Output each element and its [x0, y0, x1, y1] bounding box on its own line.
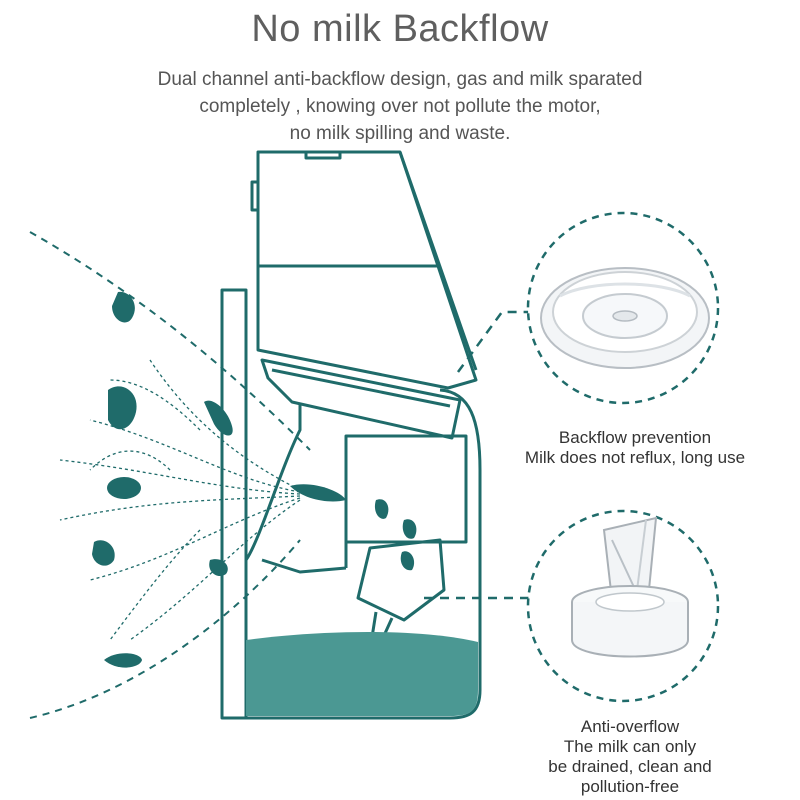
backflow-caption: Backflow prevention Milk does not reflux…	[470, 428, 800, 468]
backflow-callout-circle	[526, 211, 720, 405]
breast-outline-icon	[29, 231, 311, 719]
backflow-title: Backflow prevention	[558, 428, 712, 447]
duckbill-valve-icon	[571, 516, 689, 658]
milk-droplet-icons	[92, 291, 417, 668]
callout-connectors	[424, 310, 530, 600]
milk-duct-lines	[59, 359, 301, 641]
overflow-caption: Anti-overflow The milk can only be drain…	[470, 717, 790, 797]
page-title: No milk Backflow	[251, 8, 549, 50]
page-subtitle: Dual channel anti-backflow design, gas a…	[100, 66, 700, 147]
subtitle-line: Dual channel anti-backflow design, gas a…	[157, 69, 643, 90]
overflow-description-line: The milk can only	[563, 737, 697, 756]
overflow-description-line: pollution-free	[580, 777, 680, 796]
pump-body	[220, 150, 482, 720]
milk-level	[246, 632, 478, 716]
overflow-title: Anti-overflow	[580, 717, 680, 736]
backflow-description: Milk does not reflux, long use	[524, 448, 746, 467]
overflow-description-line: be drained, clean and	[548, 757, 712, 776]
subtitle-line: no milk spilling and waste.	[289, 123, 511, 144]
subtitle-line: completely , knowing over not pollute th…	[199, 96, 601, 117]
silicone-valve-disc-icon	[540, 267, 710, 369]
overflow-callout-circle	[526, 509, 720, 703]
